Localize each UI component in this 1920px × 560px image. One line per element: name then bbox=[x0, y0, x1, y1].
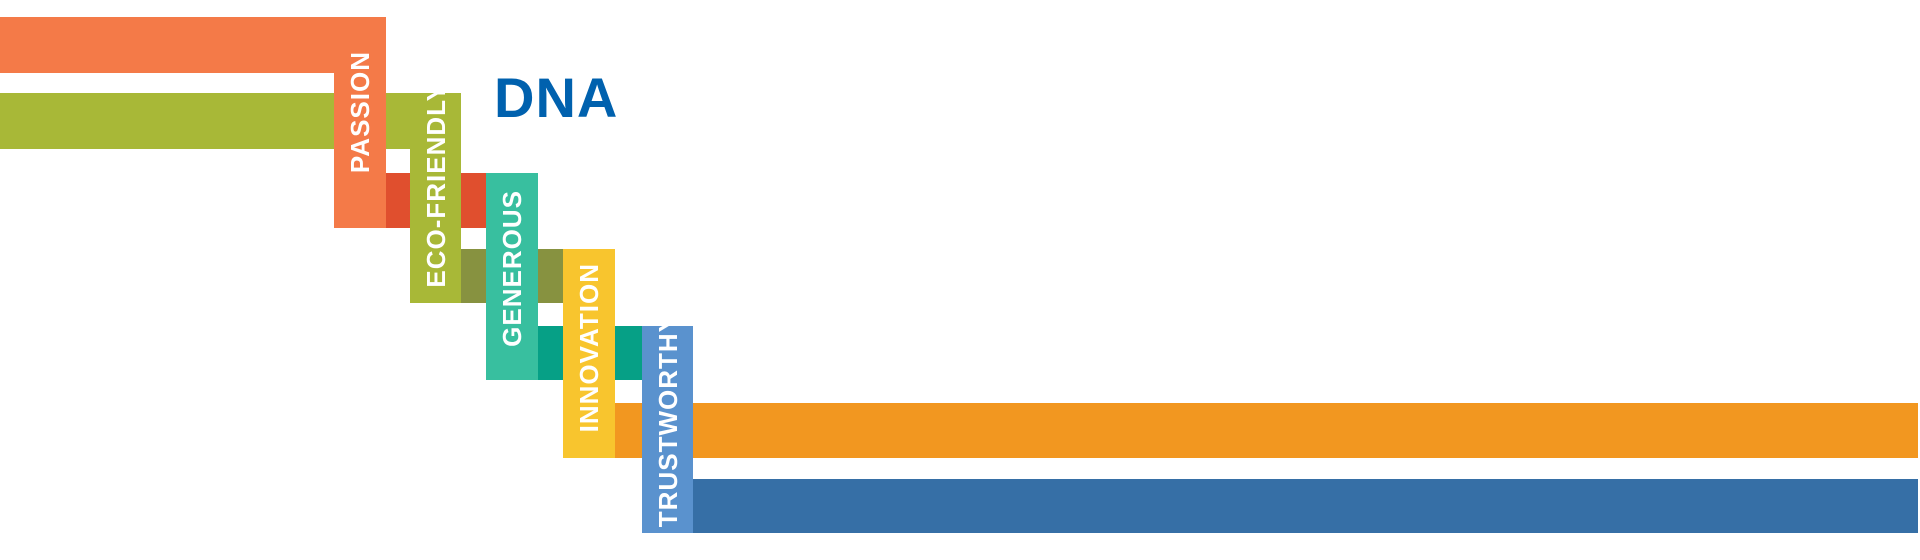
eco-friendly-bar bbox=[0, 93, 461, 149]
eco-friendly-label: ECO-FRIENDLY bbox=[420, 83, 451, 288]
olive-link-1 bbox=[461, 249, 486, 303]
teal-link-1 bbox=[538, 326, 563, 380]
passion-column: PASSION bbox=[334, 17, 386, 228]
innovation-column: INNOVATION bbox=[563, 249, 615, 458]
trustworthy-column: TRUSTWORTHY bbox=[642, 314, 693, 533]
red-link-2 bbox=[461, 173, 486, 228]
blue-bottom-bar bbox=[693, 479, 1918, 533]
generous-column: GENEROUS bbox=[486, 173, 538, 380]
eco-friendly-column: ECO-FRIENDLY bbox=[410, 83, 461, 303]
red-link-1 bbox=[386, 173, 410, 228]
orange-bottom-bar bbox=[615, 403, 1918, 458]
passion-label: PASSION bbox=[345, 50, 375, 173]
trustworthy-label: TRUSTWORTHY bbox=[652, 313, 683, 527]
teal-link-2 bbox=[615, 326, 642, 380]
olive-link-2 bbox=[538, 249, 563, 303]
passion-bar bbox=[0, 17, 386, 73]
generous-label: GENEROUS bbox=[497, 190, 527, 347]
innovation-label: INNOVATION bbox=[574, 262, 604, 432]
dna-title: DNA bbox=[494, 66, 619, 129]
